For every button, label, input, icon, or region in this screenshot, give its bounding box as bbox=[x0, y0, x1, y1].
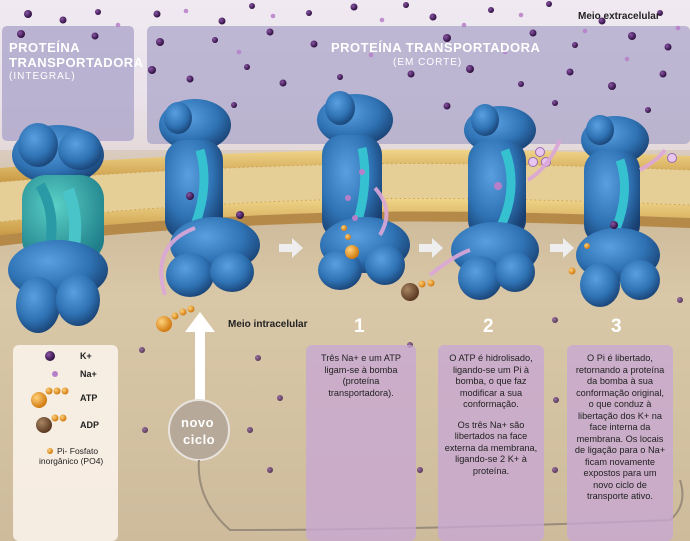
step-1-text: Três Na+ e um ATP ligam-se à bomba (prot… bbox=[321, 353, 401, 398]
new-cycle-arrow bbox=[185, 312, 215, 402]
extracellular-na-ions bbox=[115, 8, 681, 62]
extracellular-k-ions bbox=[17, 1, 672, 113]
new-cycle-line1: novo bbox=[181, 415, 215, 430]
new-cycle-line2: ciclo bbox=[183, 432, 216, 447]
center-title: PROTEÍNA TRANSPORTADORA bbox=[331, 40, 541, 55]
step-number-3: 3 bbox=[611, 316, 622, 337]
step-panel-1: Três Na+ e um ATP ligam-se à bomba (prot… bbox=[306, 345, 416, 541]
legend-atp: ATP bbox=[80, 393, 98, 403]
legend-symbols bbox=[31, 351, 69, 454]
legend-adp: ADP bbox=[80, 420, 100, 430]
center-subtitle: (EM CORTE) bbox=[393, 57, 463, 68]
step-number-2: 2 bbox=[483, 316, 494, 337]
protein-step-1 bbox=[317, 91, 410, 290]
atp-swatch bbox=[31, 387, 69, 408]
step-panel-2: O ATP é hidrolisado, ligando-se um Pi à … bbox=[438, 345, 544, 541]
step-3-text: O Pi é libertado, retornando a proteína … bbox=[574, 353, 666, 501]
pi-swatch bbox=[47, 448, 53, 454]
left-title-box bbox=[2, 26, 134, 141]
extracellular-label: Meio extracelular bbox=[578, 11, 660, 22]
step-arrows bbox=[279, 238, 574, 258]
center-title-box bbox=[147, 26, 690, 144]
atp-incoming bbox=[156, 305, 195, 332]
left-subtitle: (INTEGRAL) bbox=[9, 71, 76, 82]
legend-k: K+ bbox=[80, 351, 92, 361]
na-ion-swatch bbox=[52, 371, 58, 377]
protein-step-3 bbox=[568, 115, 677, 307]
k-ion-swatch bbox=[45, 351, 55, 361]
intracellular-k-ions bbox=[139, 297, 683, 473]
ion-flow-arrows bbox=[159, 139, 667, 296]
intracellular-label: Meio intracelular bbox=[228, 319, 308, 330]
left-title-line2: TRANSPORTADORA bbox=[9, 55, 144, 70]
step-2-text-a: O ATP é hidrolisado, ligando-se um Pi à … bbox=[449, 353, 533, 409]
left-title-line1: PROTEÍNA bbox=[9, 40, 81, 55]
legend-pi-line2: inorgânico (PO4) bbox=[39, 456, 104, 466]
step-2-text-b: Os três Na+ são libertados na face exter… bbox=[444, 419, 538, 476]
legend: K+ Na+ ATP ADP Pi- Fosfato inorgânico (P… bbox=[13, 345, 118, 541]
protein-integral bbox=[8, 123, 108, 333]
protein-step-2 bbox=[401, 104, 551, 301]
step-number-1: 1 bbox=[354, 316, 365, 337]
adp-swatch bbox=[36, 414, 67, 433]
legend-pi-line1: Pi- Fosfato bbox=[57, 446, 99, 456]
legend-na: Na+ bbox=[80, 369, 97, 379]
step-panel-3: O Pi é libertado, retornando a proteína … bbox=[567, 345, 673, 541]
